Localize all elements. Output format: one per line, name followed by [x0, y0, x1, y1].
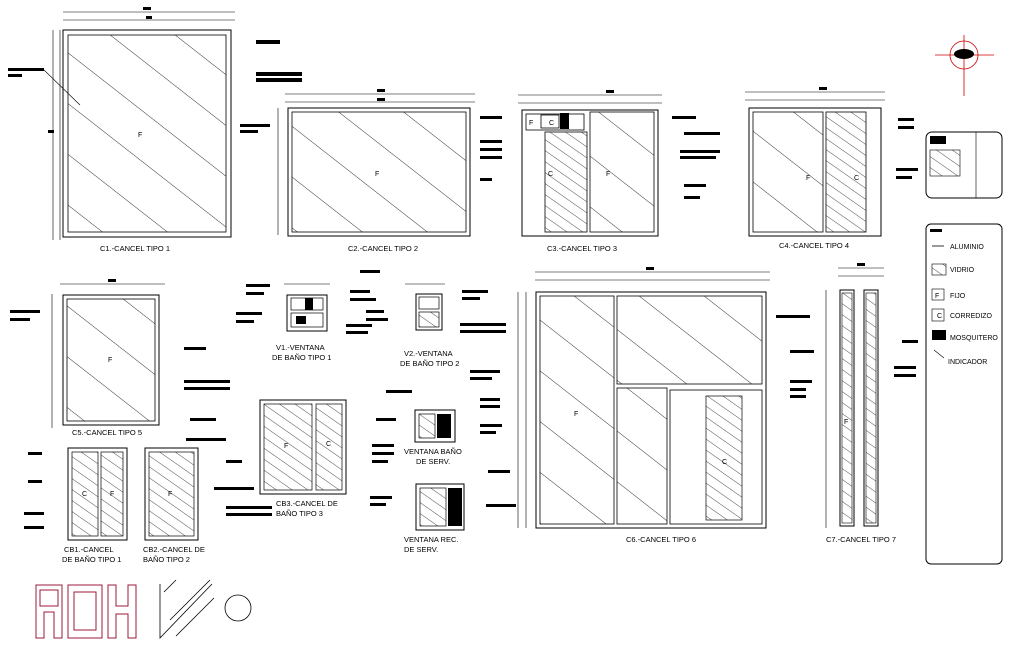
- cb3-fill-label: F: [284, 443, 288, 450]
- v1-caption-1: V1.-VENTANA: [276, 343, 325, 352]
- panel-cb2: F CB2.-CANCEL DE BAÑO TIPO 2: [143, 447, 272, 564]
- panel-c4: F C C4.-CANCEL TIPO 4: [745, 87, 918, 250]
- c3-caption: C3.-CANCEL TIPO 3: [547, 244, 617, 253]
- v1-caption-2: DE BAÑO TIPO 1: [272, 353, 331, 362]
- c6-caption: C6.-CANCEL TIPO 6: [626, 535, 696, 544]
- svg-text:C: C: [549, 120, 554, 127]
- vs-caption-1: VENTANA BAÑO: [404, 447, 462, 456]
- legend-item-indicador: INDICADOR: [948, 359, 987, 366]
- fijo-symbol: [931, 288, 945, 301]
- c6-slide-label: C: [722, 459, 727, 466]
- vr-caption-2: DE SERV.: [404, 545, 438, 554]
- logo-mark: [35, 584, 137, 639]
- cb1-caption-2: DE BAÑO TIPO 1: [62, 555, 121, 564]
- svg-text:C: C: [937, 313, 942, 320]
- legend-item-vidrio: VIDRIO: [950, 267, 975, 274]
- cb3-slide-label: C: [326, 441, 331, 448]
- panel-cb3: F C CB3.-CANCEL DE BAÑO TIPO 3: [186, 399, 394, 518]
- cb3-caption-1: CB3.-CANCEL DE: [276, 499, 338, 508]
- c7-fill-label: F: [844, 419, 848, 426]
- cb2-caption-1: CB2.-CANCEL DE: [143, 545, 205, 554]
- vidrio-symbol: [931, 263, 947, 276]
- panel-c5: F C5.-CANCEL TIPO 5: [10, 279, 230, 437]
- svg-text:F: F: [529, 120, 533, 127]
- c5-caption: C5.-CANCEL TIPO 5: [72, 428, 142, 437]
- logo-secondary: [159, 579, 252, 639]
- cb1-slide-label: C: [82, 491, 87, 498]
- indicador-symbol: [933, 349, 945, 359]
- panel-cb1: C F CB1.-CANCEL DE BAÑO TIPO 1: [24, 447, 128, 564]
- c4-caption: C4.-CANCEL TIPO 4: [779, 241, 849, 250]
- c3-slide-label: C: [548, 171, 553, 178]
- v2-caption-2: DE BAÑO TIPO 2: [400, 359, 459, 368]
- c2-fill-label: F: [375, 171, 379, 178]
- svg-text:F: F: [935, 293, 939, 300]
- panel-c1: F C1.-CANCEL TIPO 1: [8, 7, 302, 253]
- legend-item-aluminio: ALUMINIO: [950, 244, 984, 251]
- mosquitero-symbol: [932, 330, 946, 340]
- cb2-caption-2: BAÑO TIPO 2: [143, 555, 190, 564]
- north-symbol: [935, 35, 994, 96]
- c4-slide-label: C: [854, 175, 859, 182]
- corner-detail: [925, 131, 1003, 199]
- panel-c3: F C C F C3.-CANCEL TIPO 3: [518, 90, 720, 253]
- panel-v1: V1.-VENTANA DE BAÑO TIPO 1: [236, 283, 376, 362]
- v2-caption-1: V2.-VENTANA: [404, 349, 453, 358]
- c4-fill-label: F: [806, 175, 810, 182]
- legend-item-corredizo: CORREDIZO: [950, 313, 993, 320]
- panel-c2: F C2.-CANCEL TIPO 2: [240, 89, 502, 253]
- corredizo-symbol: [931, 308, 945, 322]
- c1-fill-label: F: [138, 132, 142, 139]
- c3-fill-label: F: [606, 171, 610, 178]
- vr-caption-1: VENTANA REC.: [404, 535, 458, 544]
- c7-caption: C7.-CANCEL TIPO 7: [826, 535, 896, 544]
- cb3-caption-2: BAÑO TIPO 3: [276, 509, 323, 518]
- panel-c6: F C C6.-CANCEL TIPO 6: [470, 267, 814, 544]
- legend-item-mosquitero: MOSQUITERO: [950, 335, 998, 342]
- cb2-fill-label: F: [168, 491, 172, 498]
- panel-c7: F C7.-CANCEL TIPO 7: [825, 263, 918, 544]
- vs-caption-2: DE SERV.: [416, 457, 450, 466]
- c2-caption: C2.-CANCEL TIPO 2: [348, 244, 418, 253]
- panel-v2: V2.-VENTANA DE BAÑO TIPO 2: [360, 270, 506, 368]
- c1-caption: C1.-CANCEL TIPO 1: [100, 244, 170, 253]
- panel-ventana-bano-serv: VENTANA BAÑO DE SERV.: [376, 390, 502, 466]
- c6-fill-label: F: [574, 411, 578, 418]
- panel-ventana-rec-serv: VENTANA REC. DE SERV.: [370, 470, 516, 554]
- legend-item-fijo: FIJO: [950, 293, 966, 300]
- legend: ALUMINIO VIDRIO F FIJO C CORREDIZO MOSQU…: [925, 223, 1003, 565]
- c5-fill-label: F: [108, 357, 112, 364]
- cb1-fill-label: F: [110, 491, 114, 498]
- cb1-caption-1: CB1.-CANCEL: [64, 545, 114, 554]
